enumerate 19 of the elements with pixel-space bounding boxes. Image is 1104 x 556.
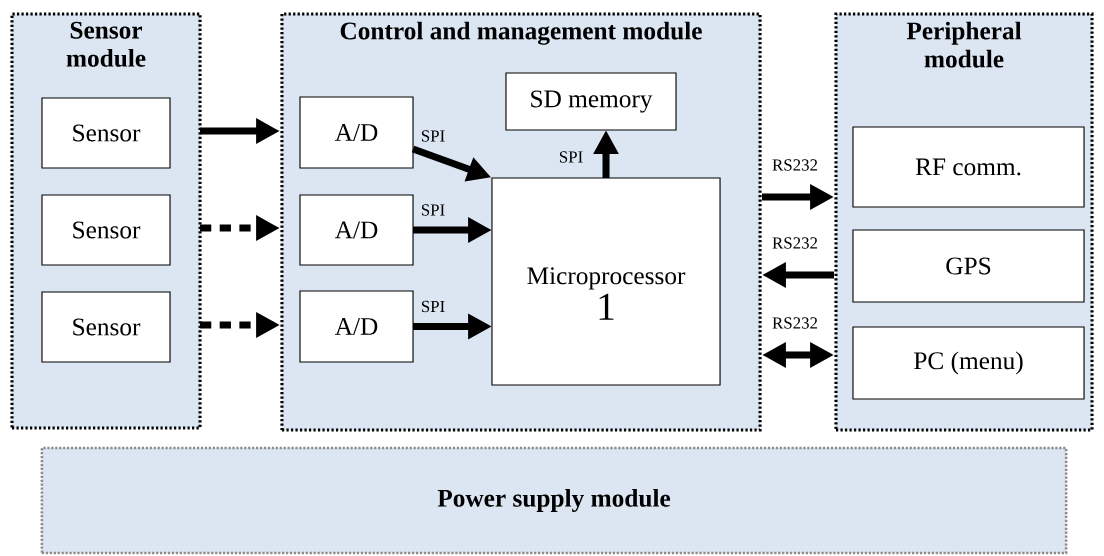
component-box: A/D [299,96,414,169]
edge-label: RS232 [772,317,818,329]
processor-box: Microprocessor 1 [491,177,721,386]
component-box: A/D [299,290,414,363]
edge-label: RS232 [772,159,818,171]
edge-label: RS232 [772,237,818,249]
component-box: Sensor [41,97,171,169]
edge-label: SPI [421,204,445,216]
component-box: PC (menu) [852,326,1085,400]
component-box: Sensor [41,291,171,363]
component-box: GPS [852,229,1085,303]
edge-label: SPI [421,300,445,313]
component-box: Sensor [41,194,171,266]
component-box: A/D [299,194,414,266]
edge-label: SPI [421,130,445,142]
component-box: RF comm. [852,126,1085,208]
edge-label: SPI [559,151,583,163]
component-box: SD memory [505,72,677,131]
module-panel: Power supply module [40,446,1068,555]
